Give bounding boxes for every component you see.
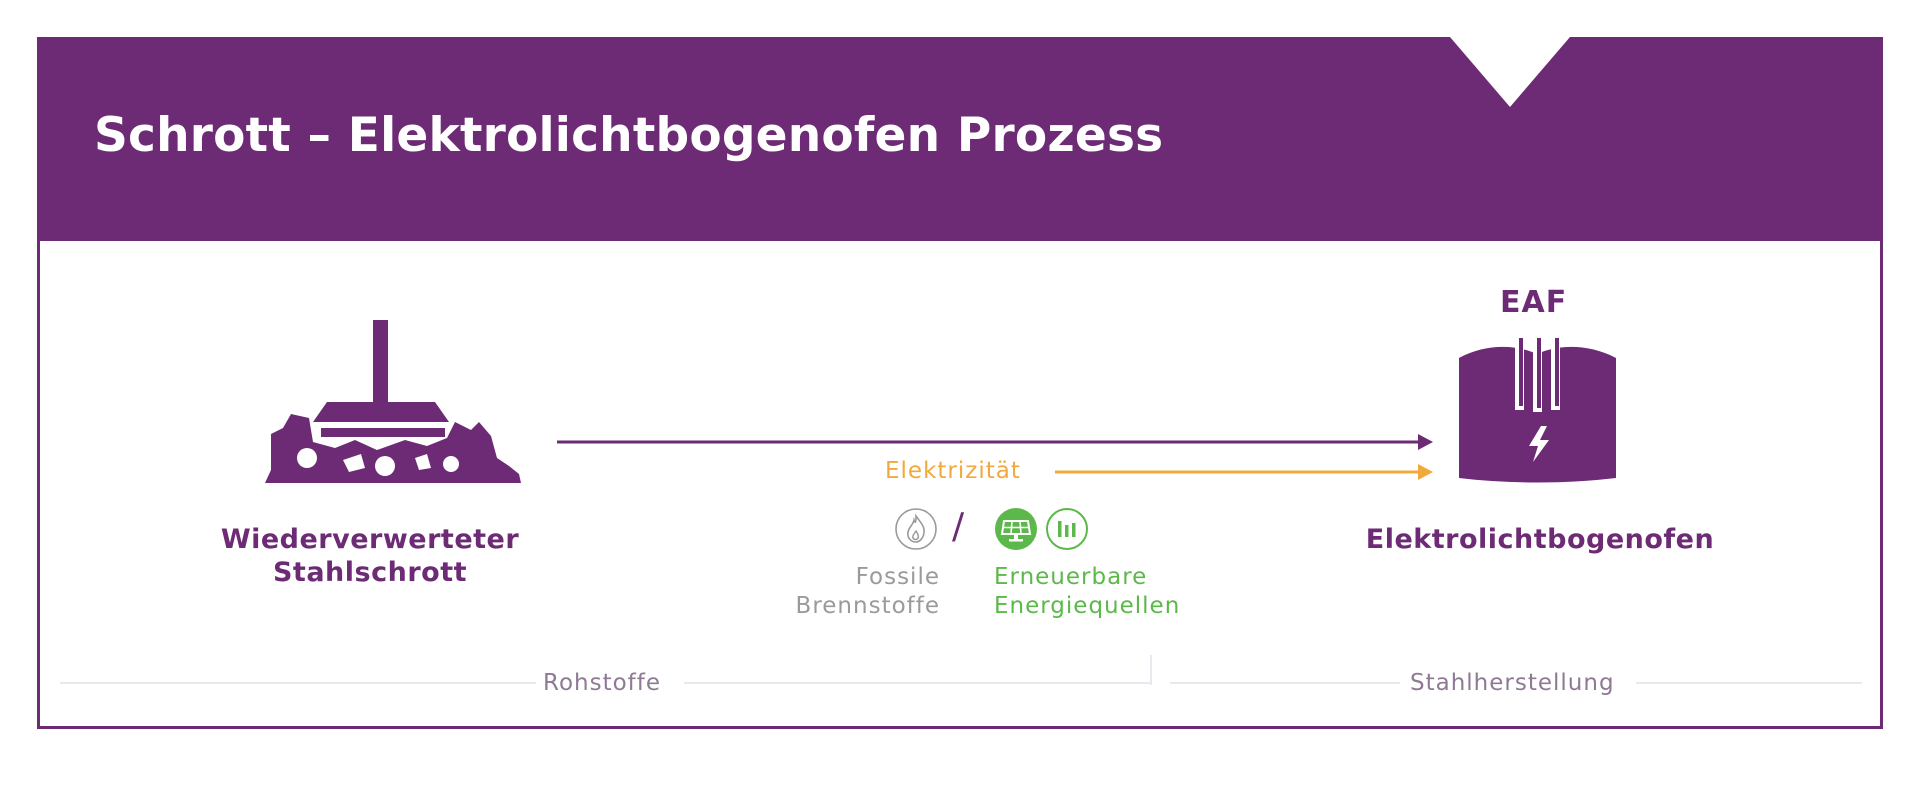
renewable-label-line1: Erneuerbare xyxy=(994,564,1148,590)
stage-label-rohstoffe: Rohstoffe xyxy=(543,670,662,696)
solar-panel-icon xyxy=(995,508,1037,550)
eaf-heading: EAF xyxy=(1500,285,1568,320)
electricity-label: Elektrizität xyxy=(885,458,1021,484)
energy-separator: / xyxy=(952,506,965,547)
renewable-label-line2: Energiequellen xyxy=(994,593,1181,619)
flame-icon xyxy=(895,508,937,550)
page-title: Schrott – Elektrolichtbogenofen Prozess xyxy=(94,108,1164,163)
input-label-line2: Stahlschrott xyxy=(272,557,468,588)
input-label-line1: Wiederverwerteter xyxy=(220,524,520,555)
input-label: Wiederverwerteter Stahlschrott xyxy=(210,523,530,589)
fossil-label-line2: Brennstoffe xyxy=(795,593,940,619)
fossil-label: Fossile Brennstoffe xyxy=(780,563,940,621)
scrap-crane-icon xyxy=(265,320,521,483)
renewable-label: Erneuerbare Energiequellen xyxy=(994,563,1180,621)
stage-label-stahlherstellung: Stahlherstellung xyxy=(1410,670,1615,696)
electric-arc-furnace-icon xyxy=(1459,338,1616,483)
fossil-label-line1: Fossile xyxy=(855,564,940,590)
output-label: Elektrolichtbogenofen xyxy=(1365,524,1715,555)
wind-energy-icon xyxy=(1046,508,1088,550)
header-band xyxy=(37,37,1883,241)
header-notch xyxy=(1450,37,1570,107)
